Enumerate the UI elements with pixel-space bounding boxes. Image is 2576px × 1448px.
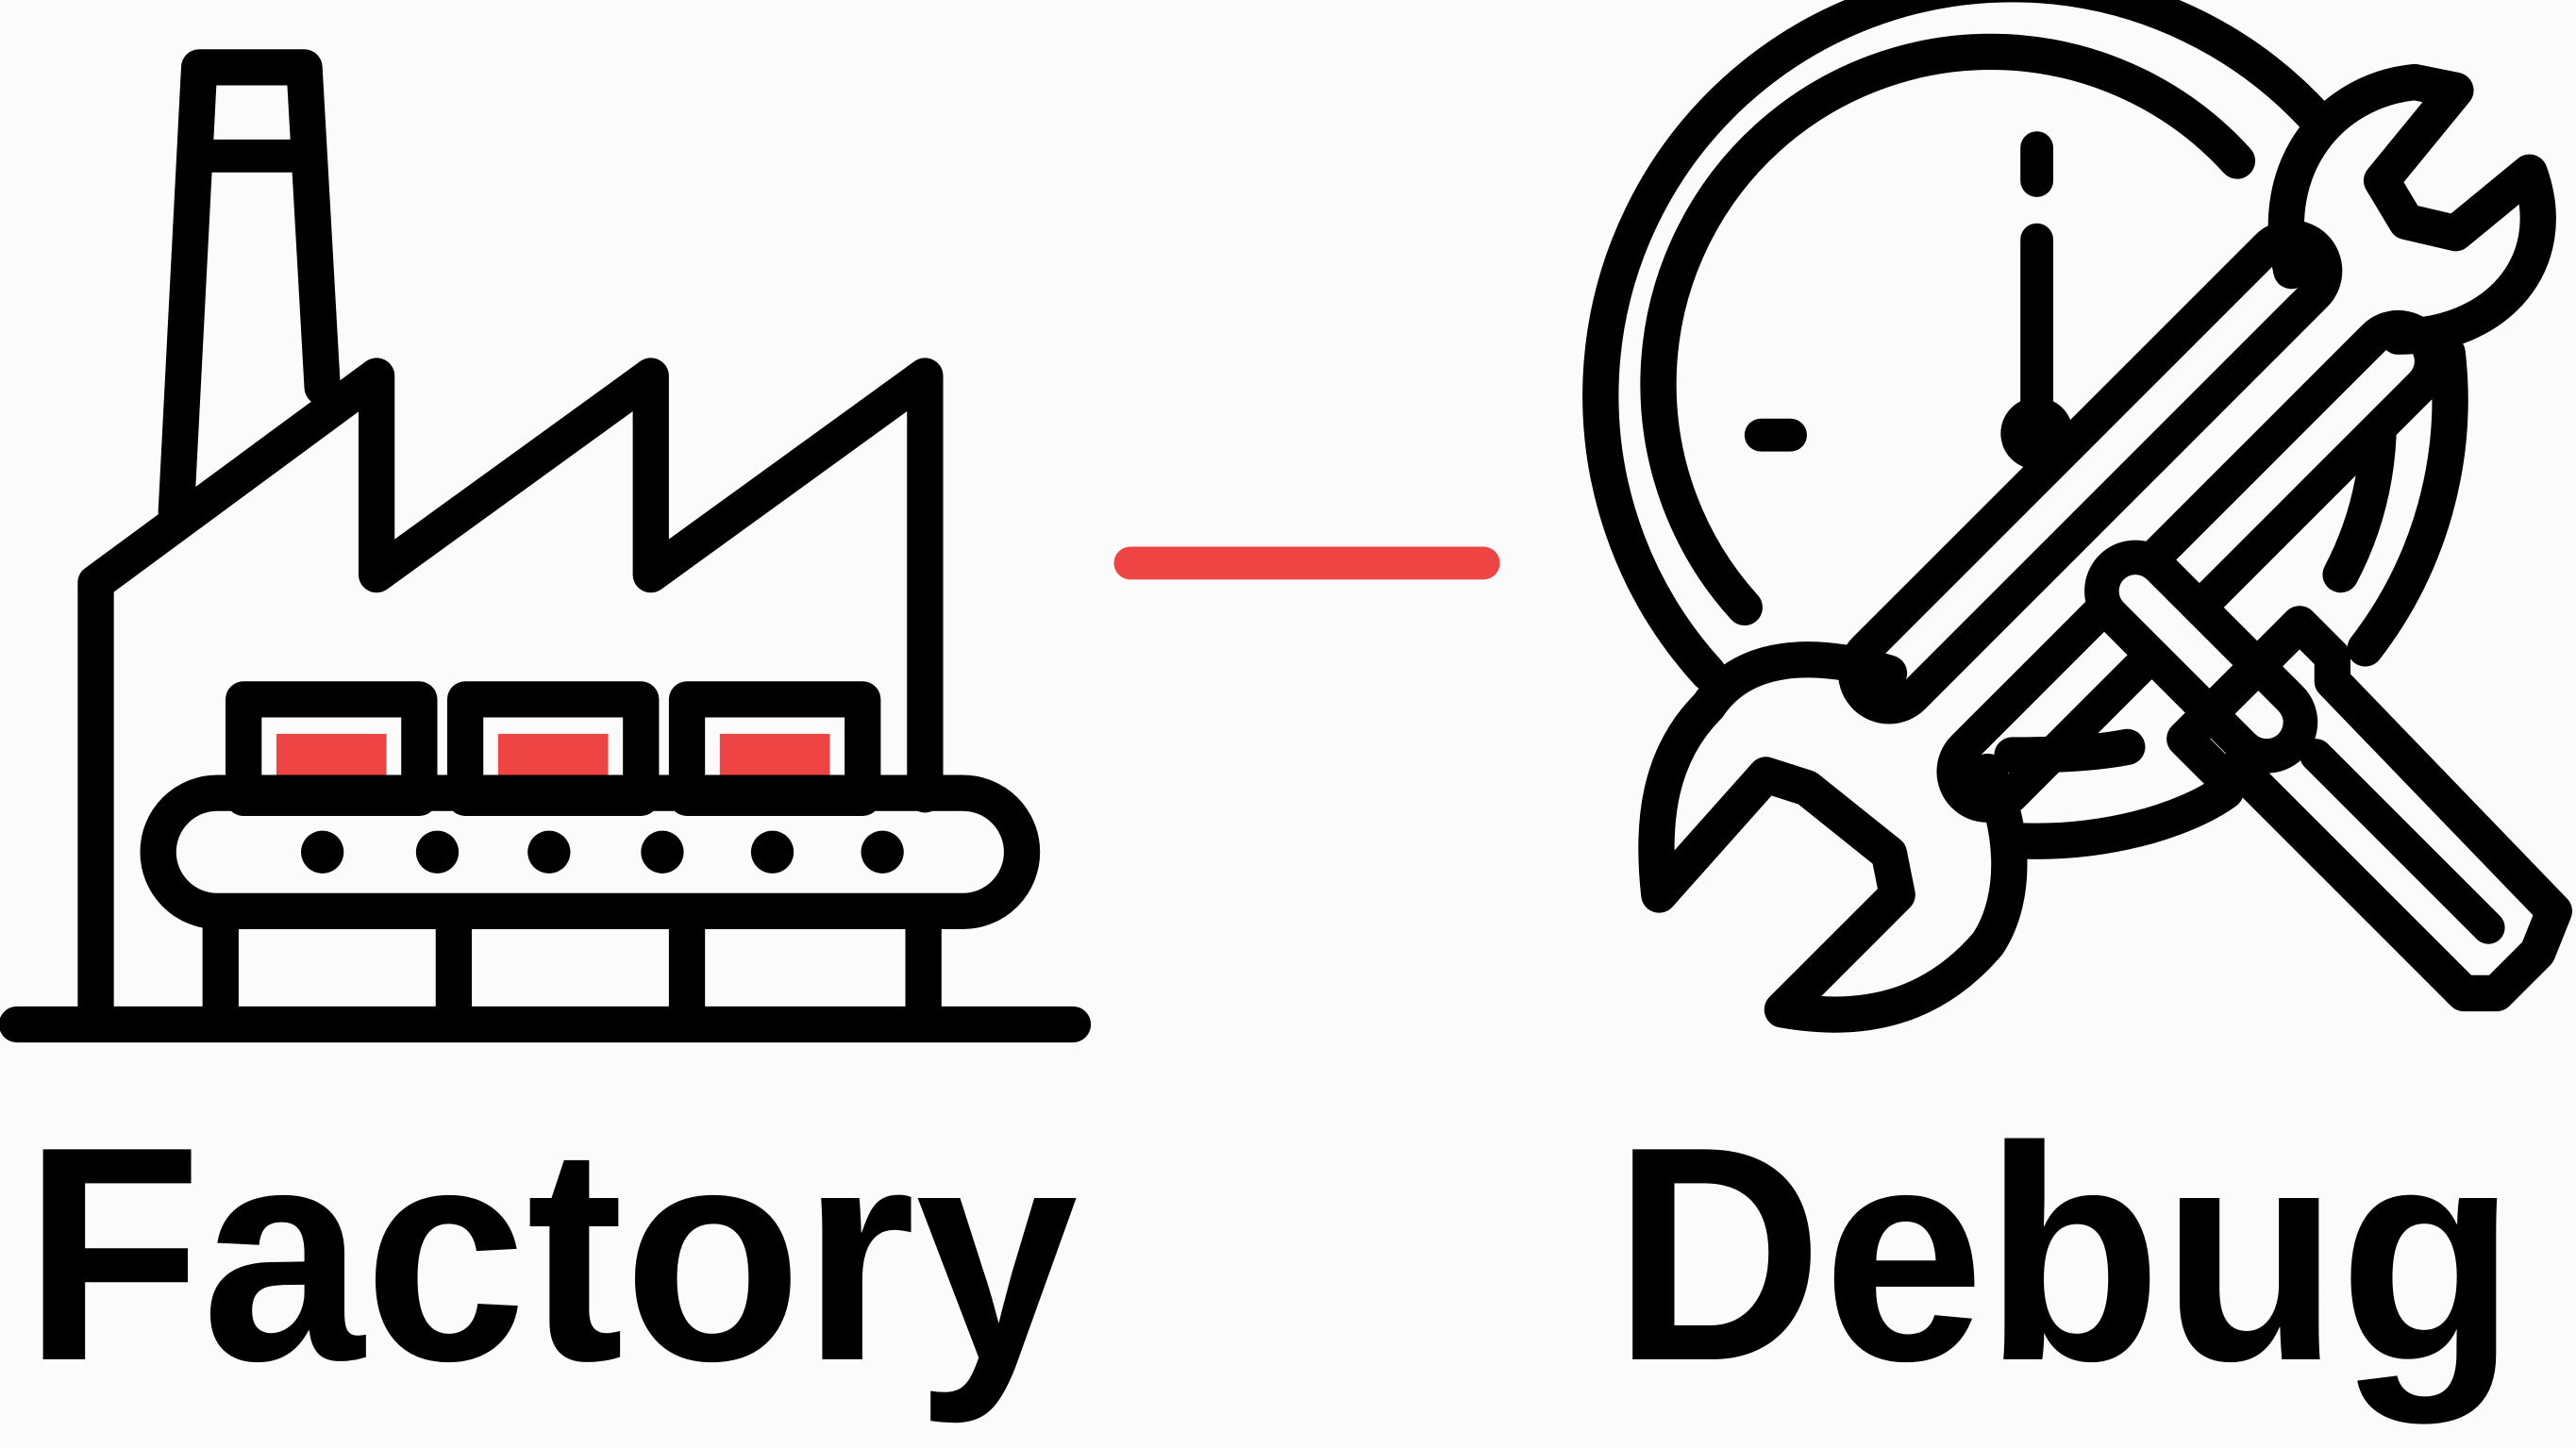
clock-lower-arc-2 [1994,773,2244,859]
screwdriver-icon [2084,540,2572,1012]
wrench-icon [1638,63,2556,1033]
clock-outer-ring-right [2347,335,2468,667]
clock-outer-ring [1582,0,2334,691]
conveyor-legs [202,894,942,1040]
chimney [158,49,341,531]
factory-label: Factory [24,1083,1079,1426]
factory-icon [0,49,1092,1043]
clock-inner-ring [1640,33,2256,626]
clock-lower-arc [1994,728,2146,774]
debug-label: Debug [1614,1083,2517,1426]
factory-roof-and-walls [77,358,944,1040]
debug-icon [1582,0,2572,1033]
conveyor-rollers [301,830,904,874]
conveyor-belt [140,774,1041,930]
